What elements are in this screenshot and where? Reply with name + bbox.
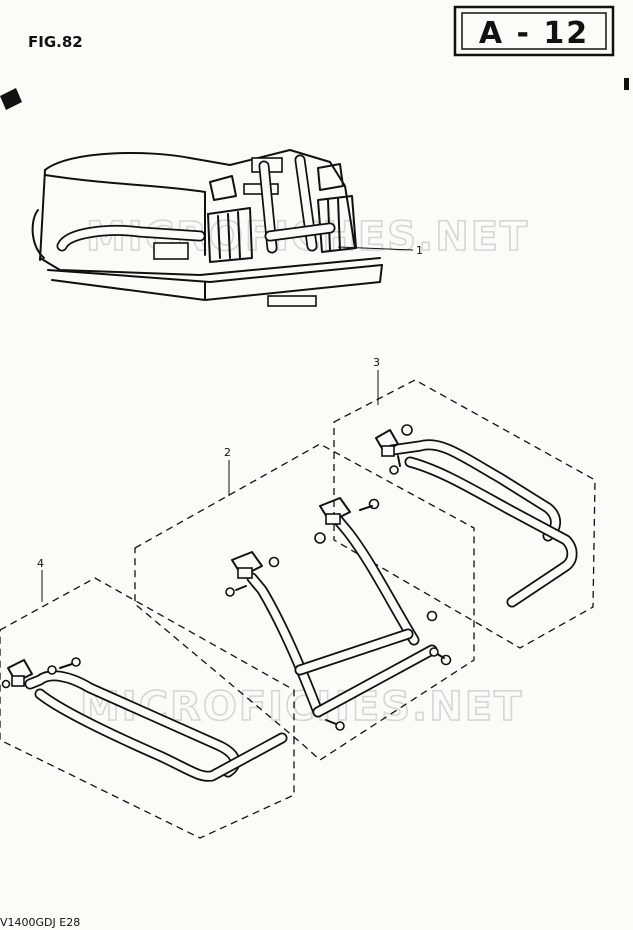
edge-mark-right (624, 78, 629, 90)
figure-label: FIG.82 (28, 33, 83, 51)
group-frame-4 (0, 577, 295, 839)
model-code: V1400GDJ E28 (0, 916, 80, 929)
edge-stamp-left (0, 88, 22, 110)
left-side-rail (1, 657, 288, 782)
trunk-assembly (31, 149, 414, 307)
center-rack-frame (225, 497, 452, 731)
watermark-bottom: MICROFICHES.NET (80, 684, 523, 730)
section-badge: A - 12 (453, 5, 615, 57)
group-frame-2 (134, 443, 475, 761)
callout-3: 3 (373, 356, 380, 369)
right-side-rail (375, 424, 578, 608)
callout-1: 1 (416, 244, 423, 257)
section-badge-text: A - 12 (479, 16, 589, 51)
group-frame-3 (333, 379, 596, 649)
callout-2: 2 (224, 446, 231, 459)
callout-4: 4 (37, 557, 44, 570)
